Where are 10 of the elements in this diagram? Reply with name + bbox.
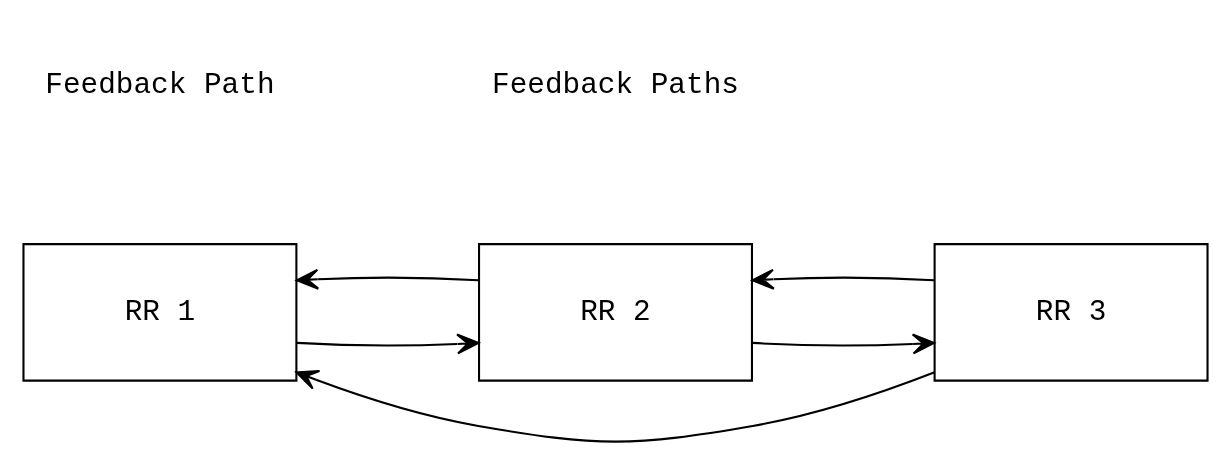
arrow bbox=[295, 369, 935, 443]
arrow bbox=[295, 268, 479, 290]
node-box: RR 1 bbox=[22, 242, 298, 382]
arrow bbox=[751, 268, 935, 290]
arrow bbox=[296, 332, 480, 354]
arrow bbox=[752, 332, 936, 354]
node-box: RR 3 bbox=[933, 242, 1209, 382]
label: Feedback Paths bbox=[492, 68, 739, 102]
label: Feedback Path bbox=[45, 68, 275, 102]
node-box: RR 2 bbox=[478, 242, 753, 382]
